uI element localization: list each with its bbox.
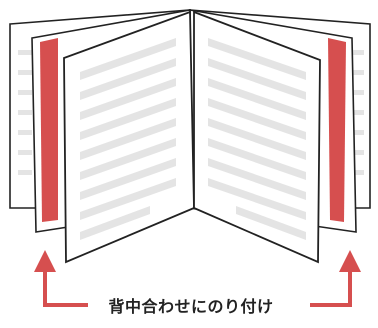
front-page-right-text-lines: [208, 38, 306, 240]
glue-strip-left: [40, 38, 58, 222]
arrow-head-right: [339, 250, 361, 272]
front-page-left-text-lines: [80, 38, 176, 240]
arrow-line-right: [310, 272, 352, 307]
arrow-head-left: [34, 250, 56, 272]
glue-strip-right: [328, 38, 346, 222]
glue-pointer-arrows: [34, 250, 361, 307]
arrow-line-left: [43, 272, 88, 307]
front-pages: [63, 10, 321, 264]
back-cover-text-lines: [18, 50, 364, 175]
glue-instruction-caption: 背中合わせにのり付け: [108, 297, 274, 316]
